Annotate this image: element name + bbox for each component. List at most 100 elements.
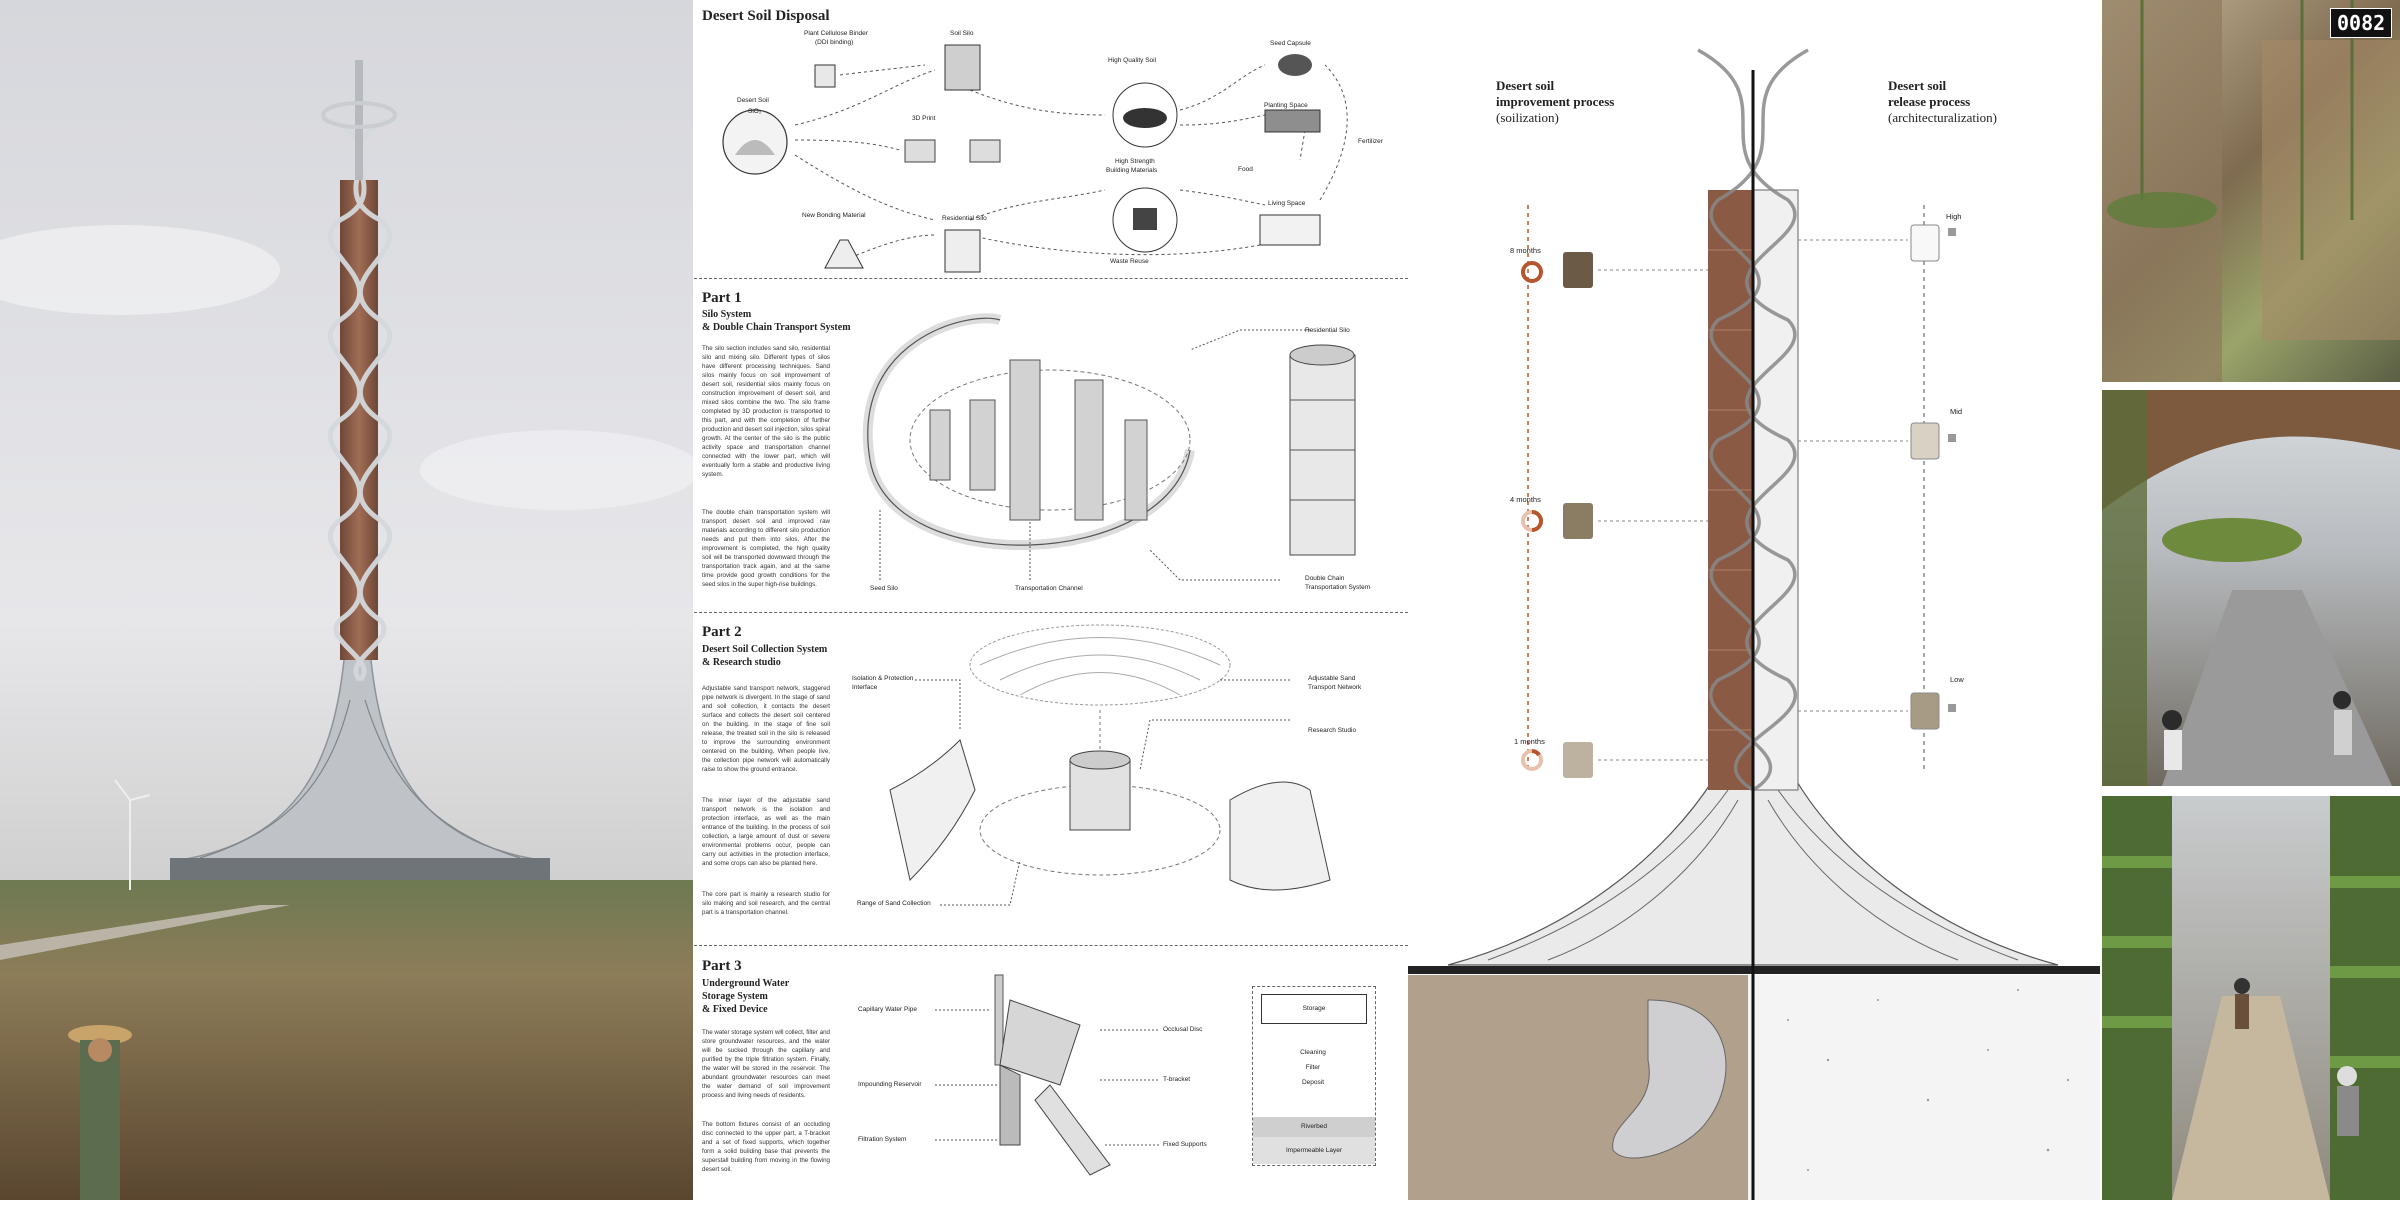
soil-silo-icon xyxy=(944,44,981,91)
soil-collection-diagram xyxy=(889,624,1331,906)
label-living-space: Living Space xyxy=(1268,200,1306,207)
label-3d-print: 3D Print xyxy=(912,115,936,122)
soil-ground-right xyxy=(1748,975,2100,1200)
left-title-line-3: (soilization) xyxy=(1496,110,1559,125)
label-transport-network: Transport Network xyxy=(1308,684,1362,691)
divider-1 xyxy=(694,278,1408,279)
right-title-line-3: (architecturalization) xyxy=(1888,110,1997,125)
left-title-line-2: improvement process xyxy=(1496,94,1615,109)
right-title-line-2: release process xyxy=(1888,94,1971,109)
part2-paragraph-3: The core part is mainly a research studi… xyxy=(702,891,830,916)
part1-subtitle-2: & Double Chain Transport System xyxy=(702,322,851,333)
label-level-low: Low xyxy=(1950,675,1964,684)
impermeable-layer: Impermeable Layer xyxy=(1253,1137,1375,1164)
label-fertilizer: Fertilizer xyxy=(1358,138,1383,145)
part2-subtitle-1: Desert Soil Collection System xyxy=(702,644,828,655)
part1-subtitle-1: Silo System xyxy=(702,309,752,320)
label-months-1: 1 months xyxy=(1514,737,1545,746)
progress-ring-8months xyxy=(1521,261,1543,283)
planting-space-icon xyxy=(1264,109,1321,133)
right-process-title: Desert soil release process (architectur… xyxy=(1888,78,1997,126)
interior-render-2 xyxy=(2102,390,2400,786)
left-title-line-1: Desert soil xyxy=(1496,78,1555,93)
water-storage-diagram xyxy=(935,974,1160,1176)
label-high-quality-soil: High Quality Soil xyxy=(1108,57,1157,64)
label-transport-channel: Transportation Channel xyxy=(1015,585,1083,592)
label-adjustable: Adjustable Sand xyxy=(1308,675,1356,682)
label-binder: Plant Cellulose Binder xyxy=(804,30,868,37)
label-fixed: Fixed Supports xyxy=(1163,1141,1207,1148)
seed-capsule-icon xyxy=(1278,54,1312,76)
filtration-stack: Storage Cleaning Filter Deposit Riverbed… xyxy=(1252,986,1376,1166)
soil-sample-high xyxy=(1910,224,1940,262)
label-range: Range of Sand Collection xyxy=(857,900,931,907)
label-research-studio: Research Studio xyxy=(1308,727,1357,734)
label-desert-soil: Desert Soil xyxy=(737,97,769,104)
label-storage: Storage xyxy=(1302,1005,1326,1012)
part2-heading: Part 2 xyxy=(702,624,742,640)
label-occlusal: Occlusal Disc xyxy=(1163,1026,1203,1033)
living-space-icon xyxy=(1259,214,1321,246)
label-t-bracket: T-bracket xyxy=(1163,1076,1191,1083)
left-process-title: Desert soil improvement process (soiliza… xyxy=(1496,78,1614,126)
divider-3 xyxy=(694,945,1408,946)
label-building-materials: Building Materials xyxy=(1106,167,1158,174)
label-transport-system: Transportation System xyxy=(1305,584,1371,591)
part2-subtitle-2: & Research studio xyxy=(702,657,781,668)
tower-render-image xyxy=(0,0,693,1200)
riverbed-layer: Riverbed xyxy=(1253,1117,1375,1137)
progress-ring-1months xyxy=(1531,749,1541,757)
progress-ring-4months xyxy=(1531,510,1543,532)
interior-render-2-illustration xyxy=(2102,390,2400,786)
interior-render-1 xyxy=(2102,0,2400,382)
label-level-mid: Mid xyxy=(1950,407,1963,416)
interior-render-1-illustration xyxy=(2102,0,2400,382)
soil-sample-low xyxy=(1910,692,1940,730)
part3-subtitle-3: & Fixed Device xyxy=(702,1004,768,1015)
label-isolation: Isolation & Protection xyxy=(852,675,914,682)
label-waste-reuse: Waste Reuse xyxy=(1110,258,1149,265)
part3-subtitle-2: Storage System xyxy=(702,991,768,1002)
interior-render-3 xyxy=(2102,796,2400,1200)
part3-subtitle-1: Underground Water xyxy=(702,978,790,989)
residential-silo-icon xyxy=(944,229,981,273)
entry-number-badge: 0082 xyxy=(2330,8,2393,38)
part3-paragraph-1: The water storage system will collect, f… xyxy=(702,1029,830,1099)
residential-silo-section xyxy=(1289,354,1356,556)
label-soil-silo: Soil Silo xyxy=(950,30,974,37)
part2-paragraph-2: The inner layer of the adjustable sand t… xyxy=(702,797,830,867)
interior-render-3-illustration xyxy=(2102,796,2400,1200)
soil-sample-8months xyxy=(1563,252,1593,288)
label-months-8: 8 months xyxy=(1510,246,1541,255)
soil-sample-4months xyxy=(1563,503,1593,539)
silo-system-diagram xyxy=(862,313,1356,581)
label-deposit: Deposit xyxy=(1301,1079,1325,1086)
label-impermeable: Impermeable Layer xyxy=(1286,1147,1342,1154)
research-studio-model xyxy=(1069,759,1131,831)
label-seed-silo: Seed Silo xyxy=(870,585,898,592)
label-food: Food xyxy=(1238,166,1253,173)
label-riverbed: Riverbed xyxy=(1300,1123,1327,1130)
part1-heading: Part 1 xyxy=(702,290,742,306)
right-title-line-1: Desert soil xyxy=(1888,78,1947,93)
soil-disposal-title: Desert Soil Disposal xyxy=(702,8,830,24)
part3-heading: Part 3 xyxy=(702,958,742,974)
label-level-high: High xyxy=(1946,212,1962,221)
part3-paragraph-2: The bottom fixtures consist of an occlud… xyxy=(702,1121,830,1173)
tower-section-drawing xyxy=(1408,48,2100,1200)
label-planting-space: Planting Space xyxy=(1264,102,1308,109)
label-impounding: Impounding Reservoir xyxy=(858,1081,922,1088)
label-sio2: SiO₂ xyxy=(748,108,762,115)
tower-render-illustration xyxy=(0,0,693,1200)
label-capillary: Capillary Water Pipe xyxy=(858,1006,918,1013)
storage-box: Storage xyxy=(1261,994,1367,1024)
part2-paragraph-1: Adjustable sand transport network, stagg… xyxy=(702,685,830,773)
label-filter: Filter xyxy=(1305,1064,1321,1071)
part1-paragraph-2: The double chain transportation system w… xyxy=(702,509,830,588)
label-high-strength: High Strength xyxy=(1115,158,1155,165)
label-new-bonding: New Bonding Material xyxy=(802,212,866,219)
label-cleaning: Cleaning xyxy=(1300,1049,1326,1056)
label-seed-capsule: Seed Capsule xyxy=(1270,40,1311,47)
section-panel: Desert soil improvement process (soiliza… xyxy=(1408,0,2100,1200)
label-residential-silo: Residential Silo xyxy=(942,215,987,222)
